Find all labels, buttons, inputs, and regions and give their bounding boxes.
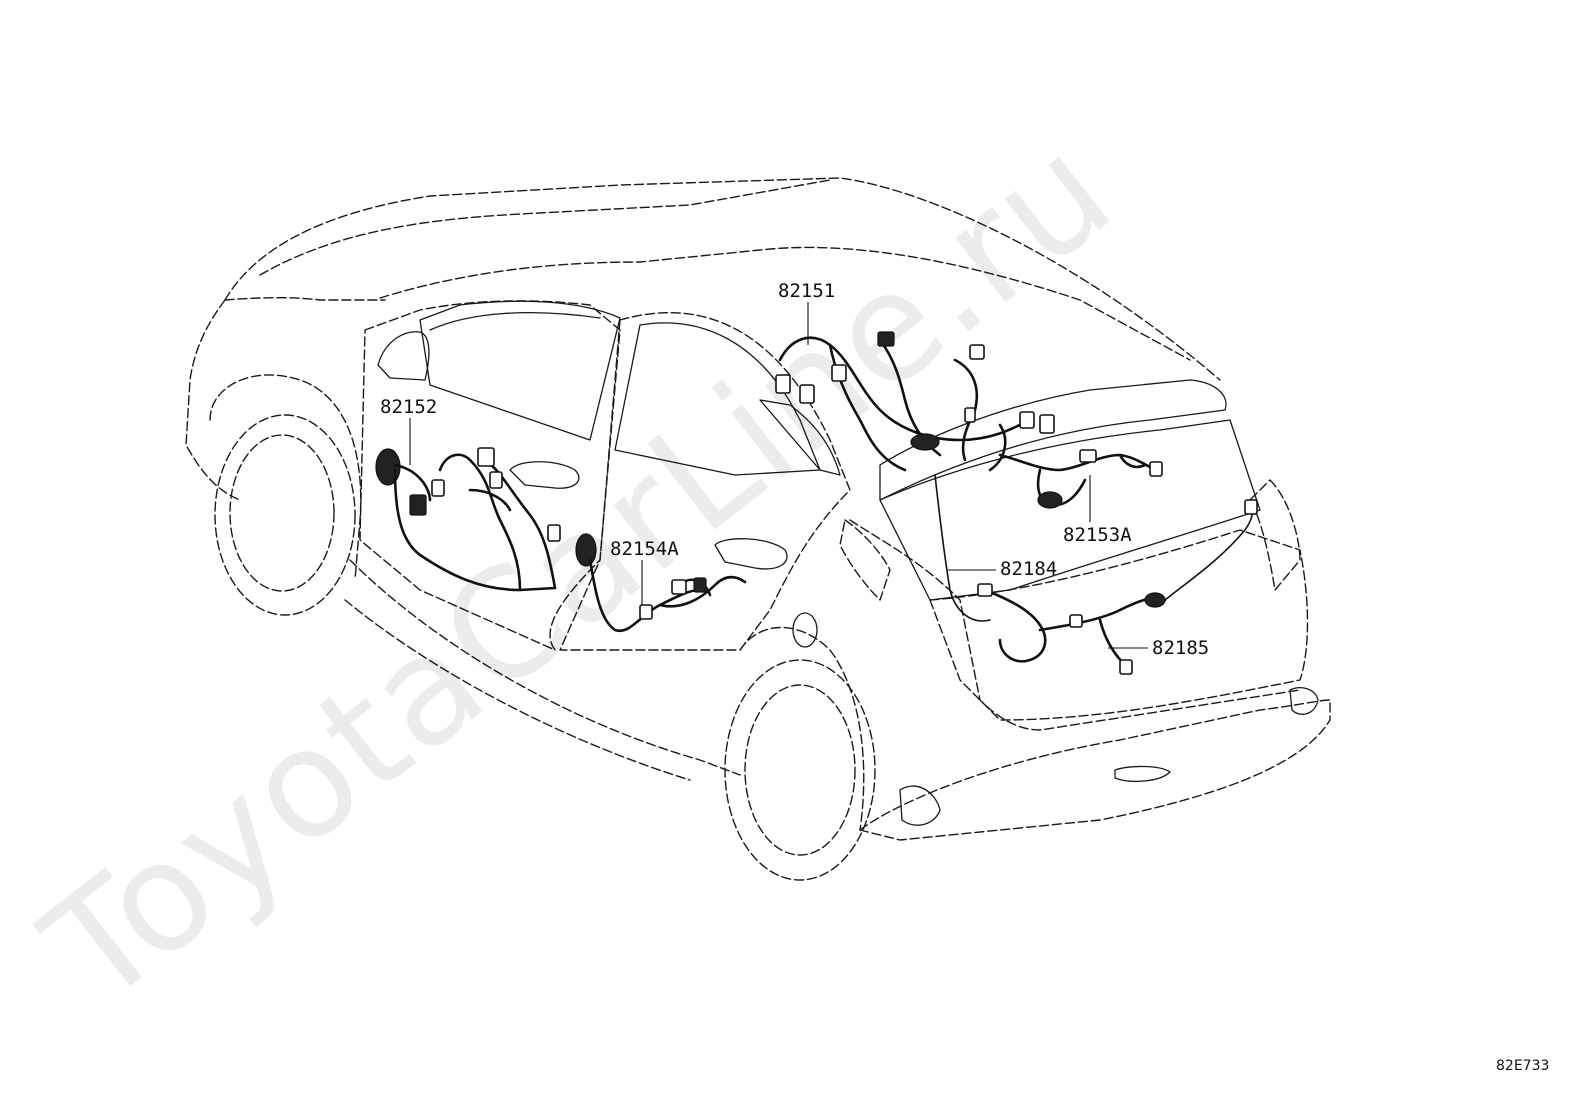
side-sill [349,559,741,776]
harness-82152-connector-2 [431,479,445,497]
rear-door-outline [559,311,851,651]
front-fender-line [224,296,386,301]
rear-reflector-right [1289,687,1319,715]
harness-82152-connector-5 [547,524,561,542]
harness-82153a[interactable] [998,414,1163,509]
harness-82151[interactable] [775,331,1035,472]
rear-fender [739,626,865,831]
rear-reflector-left [899,785,941,826]
label-82184[interactable]: 82184 [1000,558,1057,580]
harness-82151-branch-d [988,423,1007,472]
harness-82152[interactable] [375,447,561,592]
rear-wheel [724,659,876,881]
label-82151[interactable]: 82151 [778,280,835,302]
harness-82184[interactable] [934,474,1047,663]
watermark: ToyotaCarLine.ru [14,103,1144,1039]
back-door-panel [929,529,1309,721]
harness-82152-connector-4 [489,471,503,489]
rear-quarter-window [759,399,841,476]
harness-82184-main [934,474,991,622]
front-door-handle [509,461,580,489]
leader-lines [409,302,1148,649]
label-82152[interactable]: 82152 [380,396,437,418]
car-outline [185,177,1331,881]
rear-wheel-inner [744,684,856,856]
label-82153a[interactable]: 82153A [1063,524,1132,546]
harness-82185-branch-a [1098,618,1127,667]
roof-line [224,177,1221,381]
harness-82154a-grommet [575,533,597,567]
harness-82153a-branch-b [1118,453,1147,469]
front-window-inner [429,311,601,331]
front-wheel-inner [229,434,335,592]
harness-82153a-grommet [1037,491,1063,509]
harness-82154a[interactable] [575,533,747,633]
fuel-door [792,612,818,648]
front-window [419,300,621,441]
roof-inner-line [259,179,831,276]
harness-82152-branch-a [393,463,432,502]
harness-82151-connector-3 [877,331,895,347]
harness-82152-connector-3 [477,447,495,467]
roof-panel-line [379,246,1191,361]
back-door-lower [849,519,1301,731]
harness-82153a-connector-2 [1079,449,1097,463]
watermark-text: ToyotaCarLine.ru [14,103,1144,1039]
label-82154a[interactable]: 82154A [610,538,679,560]
harness-82184-connector-1 [977,583,993,597]
harness-82151-connector-5 [964,407,976,423]
rear-window [614,322,821,476]
rear-bumper [859,699,1331,841]
side-sill-lower [344,599,691,781]
rear-door-handle [714,538,788,570]
diagram-code: 82E733 [1496,1058,1549,1074]
harness-82151-connector-2 [799,384,815,404]
harness-82154a-branch-a [658,575,747,608]
harness-82185-branch-b [1164,504,1254,601]
label-82185[interactable]: 82185 [1152,637,1209,659]
harness-82154a-connector-2 [671,579,687,595]
harness-82151-main [778,336,1032,442]
harness-82151-connector-7 [969,344,985,360]
front-door-outline [359,300,621,651]
harness-82152-branch-d [468,488,512,512]
harness-82185-grommet [1144,592,1166,608]
harness-82151-grommet [910,433,940,451]
harness-82185[interactable] [1038,499,1258,675]
part-labels: 82151 82152 82154A 82153A 82184 82185 [380,280,1209,659]
harness-82185-connector-1 [1069,614,1083,628]
harness-82154a-connector-1 [639,604,653,620]
harness-82185-connector-2 [1119,659,1133,675]
rear-lamp-right [1249,479,1301,591]
front-hood-line [185,299,241,501]
harness-82153a-connector-3 [1149,461,1163,477]
harness-82185-connector-3 [1244,499,1258,515]
harness-82184-lower [983,588,1047,663]
rear-fog-lamp [1114,765,1171,783]
harness-82153a-connector-1 [1039,414,1055,434]
harness-82151-connector-6 [1019,411,1035,429]
harness-82151-connector-1 [775,374,791,394]
front-wheel [214,414,356,616]
front-wheel-arch [209,374,362,581]
harness-82152-connector-1 [409,494,427,516]
side-mirror [377,331,430,381]
rear-lamp-left [839,519,891,601]
harness-82152-main [393,468,557,592]
harness-82154a-connector-3 [693,577,707,593]
back-glass [879,419,1261,601]
back-door-spoiler [879,379,1227,501]
harness-82151-connector-4 [831,364,847,382]
